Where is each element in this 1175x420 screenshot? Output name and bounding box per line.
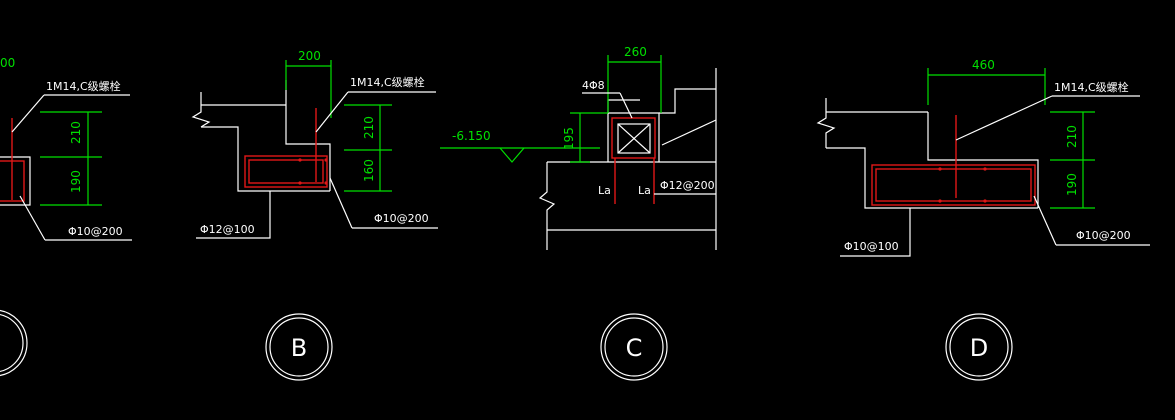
- detail-b-marker-inner: [269, 317, 329, 377]
- detail-a-dim-upper: 210: [69, 121, 83, 144]
- detail-b-left-leader: [196, 191, 271, 239]
- detail-d-dim-top: 460: [972, 58, 995, 72]
- detail-d-bolt-label: 1M14,C级螺栓: [1054, 80, 1129, 94]
- detail-d-rebar-left-label: Φ10@100: [844, 240, 899, 253]
- detail-b-stirrup-leader: [329, 177, 353, 229]
- detail-a-bolt-label: 1M14,C级螺栓: [46, 79, 121, 93]
- detail-b-rebar-inner: [248, 159, 324, 184]
- detail-d-stirrup-leader: [1033, 195, 1057, 246]
- detail-b-marker-outer: [265, 313, 333, 381]
- detail-b-bolt-label: 1M14,C级螺栓: [350, 75, 425, 89]
- detail-d-marker-inner: [949, 317, 1009, 377]
- detail-d-bar-3: [938, 199, 942, 203]
- detail-c-marker-inner: [604, 317, 664, 377]
- detail-c-circle-label: C: [626, 334, 643, 362]
- detail-d-bar-2: [983, 167, 987, 171]
- detail-a-marker-outer: [0, 309, 28, 377]
- detail-d-circle-label: D: [970, 334, 988, 362]
- detail-b-dim-upper: 210: [362, 116, 376, 139]
- detail-d-bar-1: [938, 167, 942, 171]
- detail-b-bar-3: [298, 181, 302, 185]
- detail-c-core: [617, 123, 651, 154]
- detail-a: 00 1M14,C级螺栓 210 190 Φ10@200: [0, 56, 132, 377]
- detail-d-beam-outline: [927, 112, 1039, 208]
- detail-b-rebar-cage: [244, 155, 328, 188]
- detail-a-marker-inner: [0, 314, 24, 372]
- detail-a-outline: [0, 156, 31, 206]
- detail-b-dim-top: 200: [298, 49, 321, 63]
- detail-b-bar-4: [324, 181, 328, 185]
- detail-d-bolt-leader: [955, 95, 1053, 141]
- detail-a-dim-top: 00: [0, 56, 15, 70]
- detail-d-stirrup-label: Φ10@200: [1076, 229, 1131, 242]
- detail-a-dim-lower: 190: [69, 170, 83, 193]
- detail-c-la-left: La: [598, 184, 611, 197]
- detail-a-rebar-cage: [0, 160, 25, 202]
- detail-c-dim-top: 260: [624, 45, 647, 59]
- detail-c-dim-side: 195: [562, 127, 576, 150]
- detail-b-stirrup-label: Φ10@200: [374, 212, 429, 225]
- detail-b-circle-label: B: [291, 334, 307, 362]
- detail-c-wall-top: [659, 88, 716, 114]
- detail-d-rebar-inner: [875, 168, 1032, 202]
- detail-d-dim-lower: 190: [1065, 173, 1079, 196]
- detail-d-slab-step: [826, 147, 1038, 209]
- detail-b: 200 1M14,C级螺栓 210 160 Φ12@100 Φ10@200 B: [191, 49, 438, 381]
- detail-c-rebar-label: Φ12@200: [660, 179, 715, 192]
- detail-c-bar-label: 4Φ8: [582, 79, 605, 92]
- detail-c-break-line: [538, 162, 556, 250]
- detail-b-bolt-leader: [315, 91, 349, 133]
- detail-a-bolt-leader: [11, 94, 45, 133]
- detail-c-beam: [607, 112, 660, 162]
- detail-d-rebar-cage: [871, 164, 1036, 206]
- detail-c-haunch: [661, 119, 717, 146]
- detail-d-dim-upper: 210: [1065, 125, 1079, 148]
- detail-d-left-leader: [840, 208, 911, 257]
- detail-c-cross-2: [617, 123, 651, 154]
- detail-b-bar-2: [324, 158, 328, 162]
- detail-d: 460 1M14,C级螺栓 210 190 Φ10@100 Φ10@200 D: [816, 58, 1150, 381]
- detail-c: 260 4Φ8 195 -6.150 La La Φ12@200 C: [440, 45, 717, 381]
- detail-c-bar-leader: [619, 92, 633, 119]
- detail-a-stirrup-label: Φ10@200: [68, 225, 123, 238]
- detail-d-marker-outer: [945, 313, 1013, 381]
- detail-d-break-line: [816, 98, 836, 148]
- detail-c-elev-triangle: [499, 147, 525, 163]
- detail-b-break-line: [191, 92, 211, 128]
- detail-b-bar-1: [298, 158, 302, 162]
- detail-b-slab-step: [201, 126, 330, 192]
- detail-a-stirrup-leader: [19, 195, 46, 241]
- detail-c-marker-outer: [600, 313, 668, 381]
- detail-c-la-right: La: [638, 184, 651, 197]
- detail-b-dim-lower: 160: [362, 159, 376, 182]
- detail-b-beam-outline: [285, 105, 331, 191]
- detail-b-rebar-left-label: Φ12@100: [200, 223, 255, 236]
- detail-c-rebar-cage: [611, 117, 656, 159]
- detail-c-elevation: -6.150: [452, 129, 491, 143]
- detail-d-bar-4: [983, 199, 987, 203]
